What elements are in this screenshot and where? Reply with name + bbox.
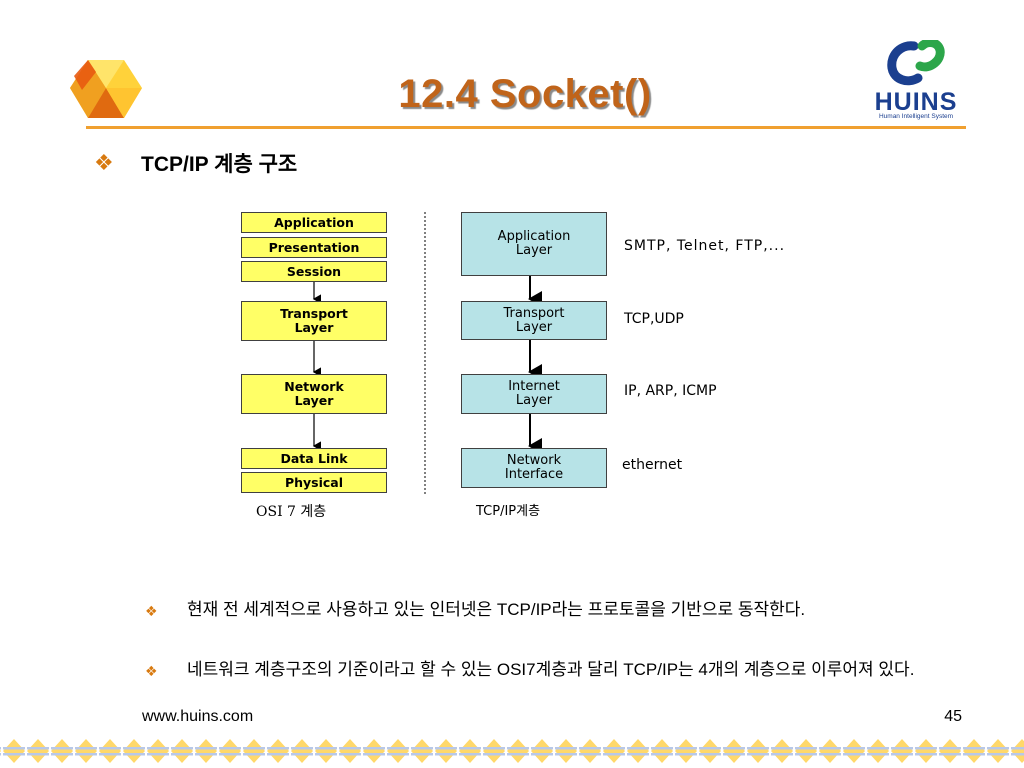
osi-layer-data-link: Data Link <box>241 448 387 469</box>
bullet-text: 현재 전 세계적으로 사용하고 있는 인터넷은 TCP/IP라는 프로토콜을 기… <box>187 600 806 619</box>
logo-wordmark: HUINS <box>874 88 958 116</box>
diamond-bullet-icon: ❖ <box>145 603 158 619</box>
tcpip-layer-network-interface: Network Interface <box>461 448 607 488</box>
tcpip-layer-application: Application Layer <box>461 212 607 276</box>
tcpip-layer-internet: Internet Layer <box>461 374 607 414</box>
osi-caption: OSI 7 계층 <box>256 504 327 520</box>
protocol-label-network-interface: ethernet <box>622 457 683 473</box>
osi-layer-application: Application <box>241 212 387 233</box>
osi-layer-transport: Transport Layer <box>241 301 387 341</box>
slide-title: 12.4 Socket() <box>398 72 652 116</box>
osi-layer-session: Session <box>241 261 387 282</box>
protocol-label-application: SMTP, Telnet, FTP,... <box>624 238 786 254</box>
diamond-bullet-icon: ❖ <box>145 663 158 679</box>
footer-url: www.huins.com <box>142 708 254 725</box>
diamond-bullet-icon: ❖ <box>94 150 114 175</box>
title-underline <box>86 126 966 129</box>
protocol-label-internet: IP, ARP, ICMP <box>624 383 717 399</box>
tcpip-caption: TCP/IP계층 <box>476 504 541 519</box>
tcpip-layer-transport: Transport Layer <box>461 301 607 340</box>
osi-layer-network: Network Layer <box>241 374 387 414</box>
bullet-text: 네트워크 계층구조의 기준이라고 할 수 있는 OSI7계층과 달리 TCP/I… <box>187 660 915 679</box>
osi-layer-presentation: Presentation <box>241 237 387 258</box>
osi-layer-physical: Physical <box>241 472 387 493</box>
huins-logo <box>862 40 970 130</box>
page-number: 45 <box>944 708 962 725</box>
logo-tagline: Human Intelligent System <box>878 113 954 120</box>
cube-logo-icon <box>70 60 142 118</box>
diagram-connectors <box>312 212 542 494</box>
protocol-label-transport: TCP,UDP <box>624 311 684 327</box>
diamond-border-icon <box>0 736 1024 766</box>
huins-swirl-icon <box>887 40 945 86</box>
section-heading: TCP/IP 계층 구조 <box>141 153 298 176</box>
